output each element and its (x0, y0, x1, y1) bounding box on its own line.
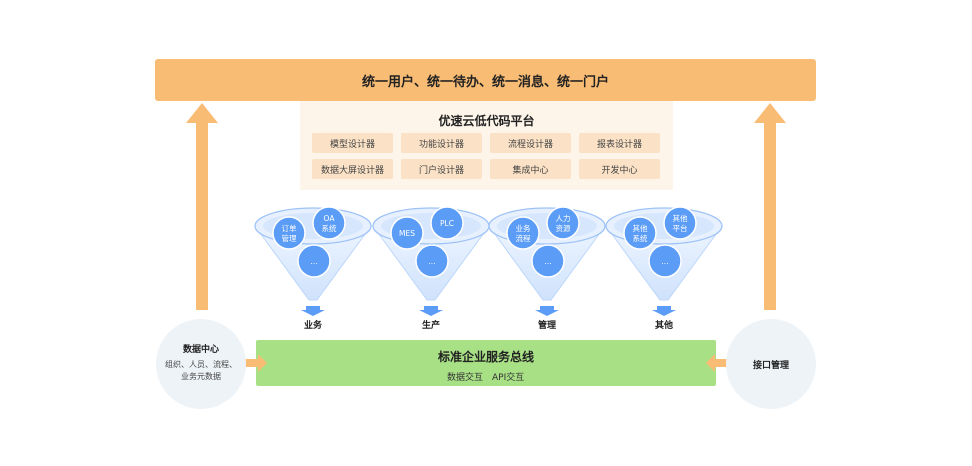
system-bubble-label: ... (310, 257, 317, 266)
system-bubble: PLC (431, 207, 463, 239)
bus-api-exchange: API交互 (492, 370, 524, 383)
system-bubble: MES (391, 217, 423, 249)
system-bubble-label: 平台 (673, 223, 688, 233)
enterprise-service-bus: 标准企业服务总线 数据交互 API交互 (256, 340, 716, 386)
data-center-desc-line1: 组织、人员、流程、 (156, 359, 246, 371)
interface-management-circle: 接口管理 (726, 319, 816, 409)
funnel-label-production: 生产 (422, 319, 440, 331)
system-bubble: ... (532, 245, 564, 277)
funnel-label-other: 其他 (655, 319, 673, 331)
system-bubble-label: 管理 (282, 233, 297, 243)
system-bubble-label: 其他 (673, 213, 688, 223)
data-center-circle: 数据中心 组织、人员、流程、 业务元数据 (156, 319, 246, 409)
bus-title: 标准企业服务总线 (256, 348, 716, 365)
system-bubble-label: ... (544, 257, 551, 266)
system-bubble-label: 系统 (322, 223, 337, 233)
data-center-desc-line2: 业务元数据 (156, 371, 246, 383)
funnel-label-business: 业务 (304, 319, 323, 331)
system-bubble-label: 业务 (516, 223, 531, 233)
system-bubble-label: ... (428, 257, 435, 266)
system-bubble-label: PLC (440, 219, 454, 228)
funnel-production: MES PLC... 生产 (373, 207, 489, 331)
system-bubble-label: 流程 (516, 233, 531, 243)
system-bubble-label: OA (324, 214, 336, 223)
interface-management-title: 接口管理 (726, 358, 816, 371)
down-arrow-icon (419, 306, 443, 316)
system-bubble-label: 系统 (633, 233, 648, 243)
system-bubble-label: 其他 (633, 223, 648, 233)
system-bubble-label: MES (399, 229, 415, 238)
system-bubble-label: ... (661, 257, 668, 266)
down-arrow-icon (301, 306, 325, 316)
data-center-title: 数据中心 (156, 342, 246, 355)
down-arrow-icon (535, 306, 559, 316)
system-bubble: ... (649, 245, 681, 277)
system-bubble-label: 订单 (282, 223, 297, 233)
system-bubble-label: 人力 (556, 213, 571, 223)
bus-data-exchange: 数据交互 (447, 370, 483, 383)
system-bubble: ... (298, 245, 330, 277)
system-bubble: ... (416, 245, 448, 277)
funnel-label-management: 管理 (538, 319, 556, 331)
system-bubble-label: 资源 (556, 223, 571, 233)
down-arrow-icon (652, 306, 676, 316)
